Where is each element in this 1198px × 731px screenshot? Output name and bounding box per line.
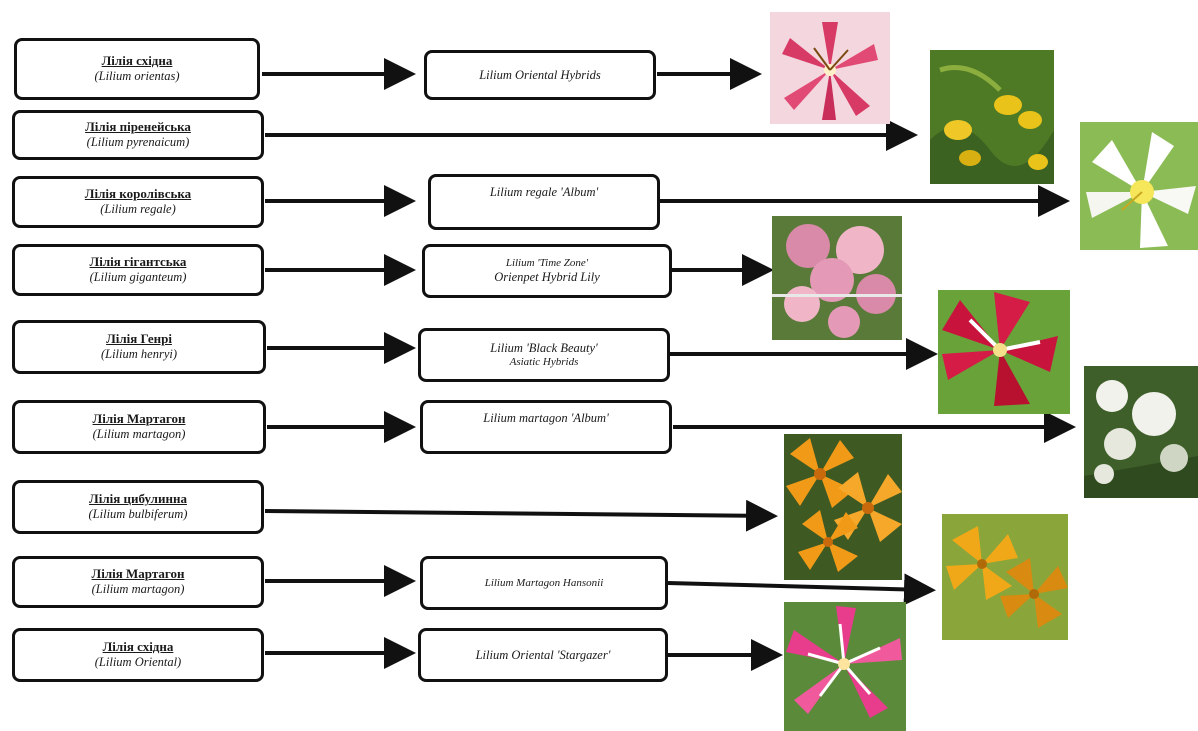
species-box-oriental-2: Лілія східна (Lilium Oriental) bbox=[12, 628, 264, 682]
cultivar-line1: Lilium Martagon Hansonii bbox=[484, 576, 604, 589]
species-latin: (Lilium regale) bbox=[100, 202, 176, 217]
species-latin: (Lilium henryi) bbox=[100, 347, 178, 362]
arrow bbox=[667, 573, 936, 606]
species-name: Лілія Мартагон bbox=[92, 411, 186, 427]
species-name: Лілія Генрі bbox=[106, 331, 172, 347]
cultivar-box-black-beauty: Lilium 'Black Beauty' Asiatic Hybrids bbox=[418, 328, 670, 382]
species-latin: (Lilium bulbiferum) bbox=[88, 507, 188, 522]
species-name: Лілія східна bbox=[102, 639, 174, 655]
photo-pink-striped-oriental-lily bbox=[770, 12, 890, 124]
species-name: Лілія східна bbox=[101, 53, 173, 69]
photo-red-black-beauty-lily bbox=[938, 290, 1070, 414]
species-name: Лілія цибулинна bbox=[89, 491, 187, 507]
species-box-martagon-2: Лілія Мартагон (Lilium martagon) bbox=[12, 556, 264, 608]
arrow bbox=[264, 499, 778, 532]
cultivar-line1: Lilium 'Time Zone' bbox=[505, 257, 589, 270]
cultivar-box-regale-album: Lilium regale 'Album' bbox=[428, 174, 660, 230]
species-name: Лілія піренейська bbox=[85, 119, 191, 135]
cultivar-line1: Lilium martagon 'Album' bbox=[483, 411, 609, 425]
species-name: Лілія гігантська bbox=[89, 254, 187, 270]
photo-pink-stargazer-lily bbox=[784, 602, 906, 731]
species-name: Лілія Мартагон bbox=[91, 566, 185, 582]
species-box-pyrenaicum: Лілія піренейська (Lilium pyrenaicum) bbox=[12, 110, 264, 160]
cultivar-box-martagon-album: Lilium martagon 'Album' bbox=[420, 400, 672, 454]
species-latin: (Lilium martagon) bbox=[91, 582, 185, 597]
cultivar-line1: Lilium 'Black Beauty' bbox=[490, 341, 598, 356]
cultivar-line1: Lilium Oriental 'Stargazer' bbox=[475, 647, 611, 662]
cultivar-line2: Asiatic Hybrids bbox=[509, 355, 579, 368]
species-latin: (Lilium Oriental) bbox=[94, 655, 182, 670]
species-latin: (Lilium pyrenaicum) bbox=[86, 135, 190, 150]
species-name: Лілія королівська bbox=[84, 186, 192, 202]
photo-yellow-pyrenean-lily bbox=[930, 50, 1054, 184]
photo-white-regal-lily bbox=[1080, 122, 1198, 250]
species-latin: (Lilium martagon) bbox=[92, 427, 186, 442]
photo-yellow-hansonii-lily bbox=[942, 514, 1068, 640]
species-box-oriental: Лілія східна (Lilium orientas) bbox=[14, 38, 260, 100]
cultivar-box-time-zone: Lilium 'Time Zone' Orienpet Hybrid Lily bbox=[422, 244, 672, 298]
photo-orange-bulbiferum-lily bbox=[784, 434, 902, 580]
cultivar-box-oriental-hybrids: Lilium Oriental Hybrids bbox=[424, 50, 656, 100]
species-latin: (Lilium orientas) bbox=[94, 69, 180, 84]
cultivar-box-stargazer: Lilium Oriental 'Stargazer' bbox=[418, 628, 668, 682]
cultivar-line2: Orienpet Hybrid Lily bbox=[494, 270, 600, 285]
species-box-martagon: Лілія Мартагон (Lilium martagon) bbox=[12, 400, 266, 454]
cultivar-line1: Lilium Oriental Hybrids bbox=[479, 67, 601, 82]
cultivar-line1: Lilium regale 'Album' bbox=[489, 185, 599, 199]
species-latin: (Lilium giganteum) bbox=[89, 270, 187, 285]
species-box-bulbiferum: Лілія цибулинна (Lilium bulbiferum) bbox=[12, 480, 264, 534]
species-box-regale: Лілія королівська (Lilium regale) bbox=[12, 176, 264, 228]
species-box-henryi: Лілія Генрі (Lilium henryi) bbox=[12, 320, 266, 374]
photo-white-martagon-lily bbox=[1084, 366, 1198, 498]
cultivar-box-hansonii: Lilium Martagon Hansonii bbox=[420, 556, 668, 610]
species-box-giganteum: Лілія гігантська (Lilium giganteum) bbox=[12, 244, 264, 296]
photo-pink-time-zone-lily bbox=[772, 216, 902, 340]
